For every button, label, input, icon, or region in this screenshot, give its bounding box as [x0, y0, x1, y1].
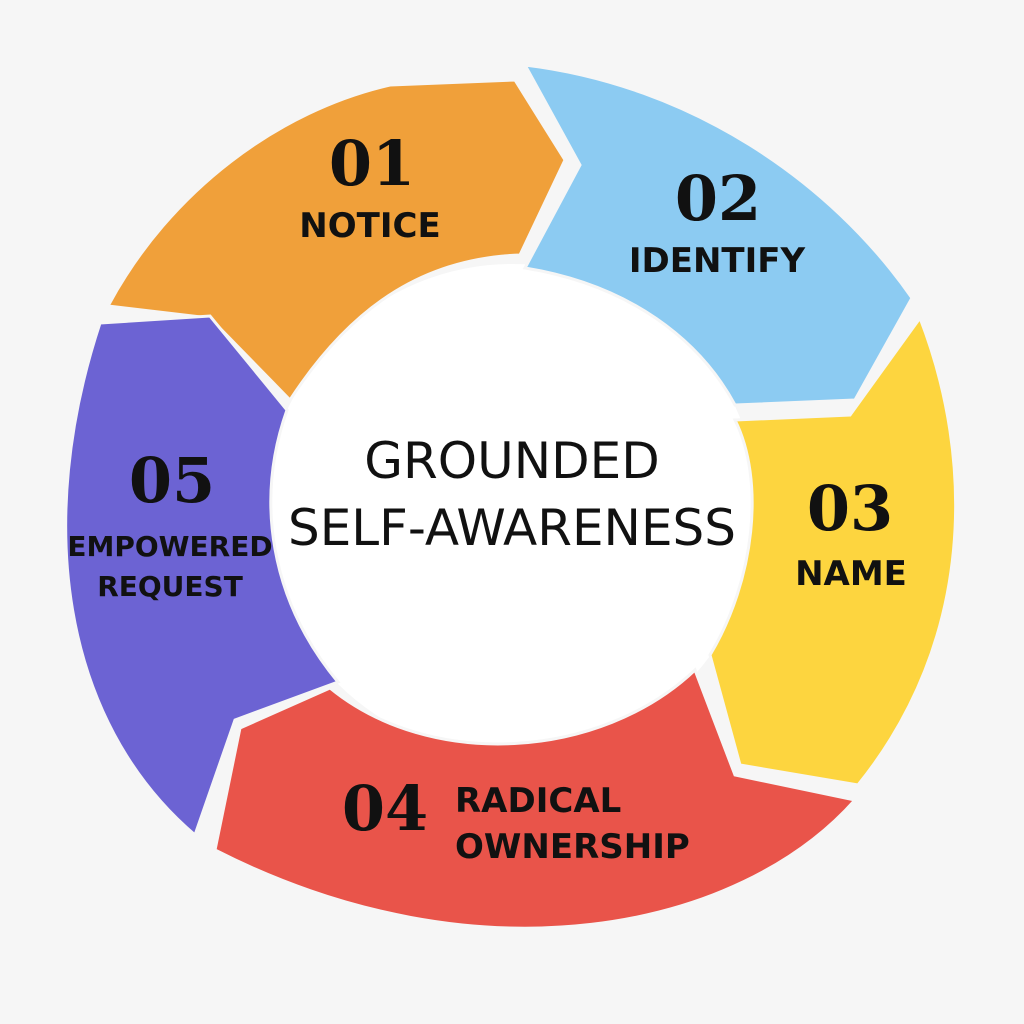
- step-04-label-line-1: RADICAL: [455, 781, 621, 821]
- step-02-segment: [522, 63, 914, 407]
- center-title-line-2: SELF-AWARENESS: [288, 499, 736, 557]
- center-title-line-1: GROUNDED: [364, 432, 659, 490]
- step-04-segment: [213, 667, 858, 930]
- step-02-label: IDENTIFY: [629, 241, 806, 281]
- step-05-segment: [64, 314, 341, 838]
- step-05-label-line-2: REQUEST: [97, 570, 243, 603]
- step-02-number: 02: [675, 162, 761, 235]
- step-03-number: 03: [807, 472, 893, 545]
- step-01-number: 01: [329, 127, 415, 200]
- step-03-label: NAME: [795, 554, 907, 594]
- step-04-label-line-2: OWNERSHIP: [455, 827, 690, 867]
- step-05-number: 05: [129, 444, 215, 517]
- center-circle: [266, 264, 758, 756]
- step-03-segment: [708, 314, 958, 787]
- step-04-number: 04: [342, 772, 428, 845]
- step-05-label-line-1: EMPOWERED: [67, 530, 272, 563]
- step-01-label: NOTICE: [299, 206, 440, 246]
- step-01-segment: [105, 78, 567, 403]
